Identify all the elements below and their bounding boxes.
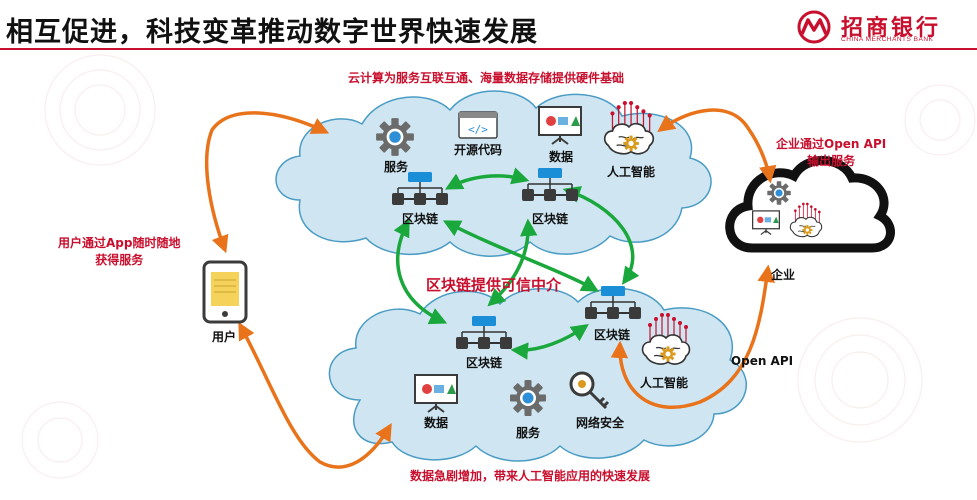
open-api-label: Open API bbox=[730, 354, 794, 368]
bottom-service-label: 服务 bbox=[515, 426, 541, 440]
right-caption-line2: 输出服务 bbox=[807, 154, 856, 168]
bottom-data-label: 数据 bbox=[423, 416, 449, 430]
arrow-chain-top-right-down bbox=[562, 186, 640, 285]
top-data-label: 数据 bbox=[548, 150, 574, 164]
brand-name: 招商银行 bbox=[841, 16, 942, 41]
arrow-chain-diag-2 bbox=[487, 218, 538, 307]
arrow-user-to-bottom-cloud bbox=[238, 321, 392, 469]
gear-icon bbox=[376, 118, 414, 156]
top-blockchain-left-label: 区块链 bbox=[401, 212, 439, 226]
right-caption-line1: 企业通过Open API bbox=[776, 137, 887, 151]
top-service-label: 服务 bbox=[383, 160, 409, 174]
top-ai-label: 人工智能 bbox=[606, 165, 656, 179]
arrow-chain-top-left-down bbox=[393, 218, 448, 325]
cmb-logo-icon bbox=[797, 10, 831, 44]
left-caption-line1: 用户通过App随时随地 bbox=[58, 236, 181, 250]
arrow-chain-top-link bbox=[444, 167, 530, 190]
page-title: 相互促进，科技变革推动数字世界快速发展 bbox=[6, 17, 538, 48]
top-open-source-label: 开源代码 bbox=[453, 143, 503, 157]
bottom-caption: 数据急剧增加，带来人工智能应用的快速发展 bbox=[410, 469, 651, 483]
gear-icon bbox=[510, 380, 546, 416]
arrow-user-to-top-cloud bbox=[204, 111, 330, 254]
left-caption: 用户通过App随时随地 获得服务 bbox=[58, 235, 180, 269]
bottom-ai-label: 人工智能 bbox=[639, 376, 689, 390]
brand-subtitle: CHINA MERCHANTS BANK bbox=[841, 36, 934, 43]
code-window-icon: </> bbox=[458, 111, 498, 139]
header-divider bbox=[0, 48, 977, 50]
top-caption: 云计算为服务互联互通、海量数据存储提供硬件基础 bbox=[348, 71, 625, 85]
center-caption: 区块链提供可信中介 bbox=[426, 276, 562, 294]
arrow-chain-bottom-link bbox=[510, 323, 589, 360]
enterprise-label: 企业 bbox=[770, 268, 796, 282]
user-label: 用户 bbox=[211, 330, 237, 344]
bottom-blockchain-right-label: 区块链 bbox=[593, 328, 631, 342]
gear-icon bbox=[767, 181, 791, 205]
arrow-ai-to-enterprise bbox=[657, 108, 777, 184]
bottom-blockchain-left-label: 区块链 bbox=[465, 356, 503, 370]
brand: 招商银行 CHINA MERCHANTS BANK bbox=[793, 10, 963, 44]
left-caption-line2: 获得服务 bbox=[95, 253, 144, 267]
phone-icon bbox=[202, 260, 248, 324]
key-icon bbox=[569, 371, 610, 410]
bottom-network-security-label: 网络安全 bbox=[575, 416, 625, 430]
arrow-enterprise-to-bottom-ai bbox=[610, 264, 775, 409]
right-caption: 企业通过Open API 输出服务 bbox=[776, 136, 886, 170]
top-blockchain-right-label: 区块链 bbox=[531, 212, 569, 226]
svg-text:</>: </> bbox=[468, 123, 488, 136]
background-pattern bbox=[21, 54, 976, 479]
